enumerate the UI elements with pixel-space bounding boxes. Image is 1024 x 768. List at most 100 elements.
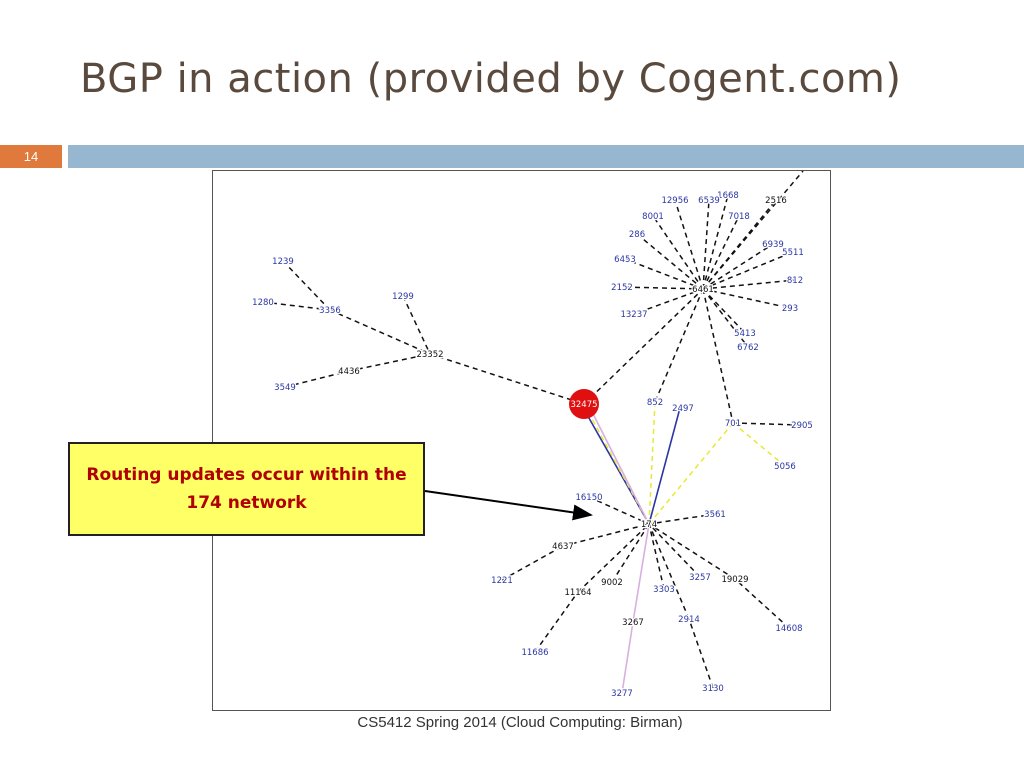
node-label: 5511	[782, 248, 804, 258]
edge-701-5056-yellow	[732, 422, 786, 467]
node-286: 286	[628, 229, 647, 242]
node-label: 5413	[734, 329, 756, 339]
edge-6461-offscreen	[702, 171, 804, 290]
edge-6461-852-dashed	[654, 288, 704, 403]
network-graph: 1743247564612335233561239128012994436354…	[251, 171, 814, 700]
edge-6461-5511-dashed	[702, 251, 794, 290]
edge-1299-23352-dashed	[402, 295, 431, 355]
node-6762: 6762	[736, 342, 760, 355]
node-4436: 4436	[337, 366, 361, 379]
node-3303: 3303	[652, 584, 676, 597]
node-12956: 12956	[660, 195, 690, 208]
node-label: 3561	[704, 510, 726, 520]
node-label: 3130	[702, 684, 724, 694]
edge-1280-3356-dashed	[262, 301, 331, 311]
callout-text: Routing updates occur within the 174 net…	[86, 465, 407, 513]
node-32475: 32475	[569, 389, 599, 419]
edge-32475-174-blue	[580, 403, 650, 525]
node-293: 293	[781, 303, 800, 316]
node-label: 852	[647, 398, 663, 408]
node-2914: 2914	[677, 614, 701, 627]
edge-19029-174-dashed	[648, 523, 736, 580]
edge-701-2905-dashed	[732, 422, 803, 426]
edge-6461-8001-dashed	[652, 215, 704, 290]
edge-6461-2516-dashed	[702, 199, 777, 290]
node-3257: 3257	[688, 572, 712, 585]
node-label: 1668	[717, 191, 739, 201]
node-label: 812	[787, 276, 803, 286]
node-812: 812	[786, 275, 805, 288]
node-6453: 6453	[613, 254, 637, 267]
node-label: 6939	[762, 240, 784, 250]
edge-4436-23352-dashed	[348, 353, 431, 372]
node-label: 2516	[765, 196, 787, 206]
node-label: 11164	[564, 588, 591, 598]
node-2152: 2152	[610, 282, 634, 295]
edge-23352-32475-dashed	[429, 353, 585, 405]
node-2516: 2516	[764, 195, 788, 208]
highlight-circle	[569, 389, 599, 419]
node-23352: 23352	[415, 349, 445, 362]
node-3130: 3130	[701, 683, 725, 696]
node-2905: 2905	[790, 420, 814, 433]
edge-6461-13237-dashed	[633, 288, 704, 315]
node-label: 19029	[721, 575, 748, 585]
node-label: 6539	[698, 196, 720, 206]
edge-6461-6453-dashed	[624, 258, 704, 290]
node-label: 7018	[728, 212, 750, 222]
edge-3356-23352-dashed	[329, 309, 431, 355]
node-14608: 14608	[774, 623, 804, 636]
edge-6461-5413-dashed	[702, 288, 746, 334]
edge-3257-174-dashed	[648, 523, 701, 578]
edge-2914-174-dashed	[648, 523, 690, 620]
node-7018: 7018	[727, 211, 751, 224]
node-label: 4436	[338, 367, 360, 377]
node-label: 6453	[614, 255, 636, 265]
node-label: 6461	[692, 285, 714, 295]
node-16150: 16150	[574, 492, 604, 505]
node-label: 2152	[611, 283, 633, 293]
edge-6461-7018-dashed	[702, 215, 740, 290]
edge-6461-6539-dashed	[702, 199, 710, 290]
node-1221: 1221	[490, 575, 514, 588]
node-label: 14608	[775, 624, 802, 634]
node-label: 3267	[622, 618, 644, 628]
edge-32475-174-pink	[587, 403, 650, 525]
node-174: 174	[640, 519, 659, 532]
edge-32475-174-yellow	[583, 403, 650, 525]
node-label: 3303	[653, 585, 675, 595]
node-label: 1299	[392, 292, 414, 302]
node-label: 2905	[791, 421, 813, 431]
node-3549: 3549	[273, 382, 297, 395]
node-3267: 3267	[621, 617, 645, 630]
edge-14608-19029-dashed	[734, 578, 790, 629]
node-label: 6762	[737, 343, 759, 353]
edge-6461-2152-dashed	[621, 286, 704, 290]
node-label: 1280	[252, 298, 274, 308]
node-19029: 19029	[720, 574, 750, 587]
node-label: 16150	[575, 493, 602, 503]
edge-6461-701-dashed	[702, 288, 734, 424]
node-9002: 9002	[600, 577, 624, 590]
node-5056: 5056	[773, 461, 797, 474]
edge-3303-174-dashed	[648, 523, 665, 590]
edge-6461-1668-dashed	[702, 194, 729, 290]
node-5413: 5413	[733, 328, 757, 341]
node-11164: 11164	[563, 587, 593, 600]
node-label: 9002	[601, 578, 623, 588]
edge-32475-6461-dashed	[583, 288, 704, 405]
node-5511: 5511	[781, 247, 805, 260]
node-label: 701	[725, 419, 741, 429]
node-label: 13237	[620, 310, 647, 320]
slide-footer: CS5412 Spring 2014 (Cloud Computing: Bir…	[357, 714, 683, 731]
node-label: 3549	[274, 383, 296, 393]
node-1280: 1280	[251, 297, 275, 310]
edge-3561-174-dashed	[648, 513, 716, 525]
node-label: 3356	[319, 306, 341, 316]
edge-4637-174-dashed	[562, 523, 650, 547]
node-701: 701	[724, 418, 743, 431]
node-2497: 2497	[671, 403, 695, 416]
edge-6461-293-dashed	[702, 288, 791, 309]
node-label: 32475	[570, 400, 597, 410]
